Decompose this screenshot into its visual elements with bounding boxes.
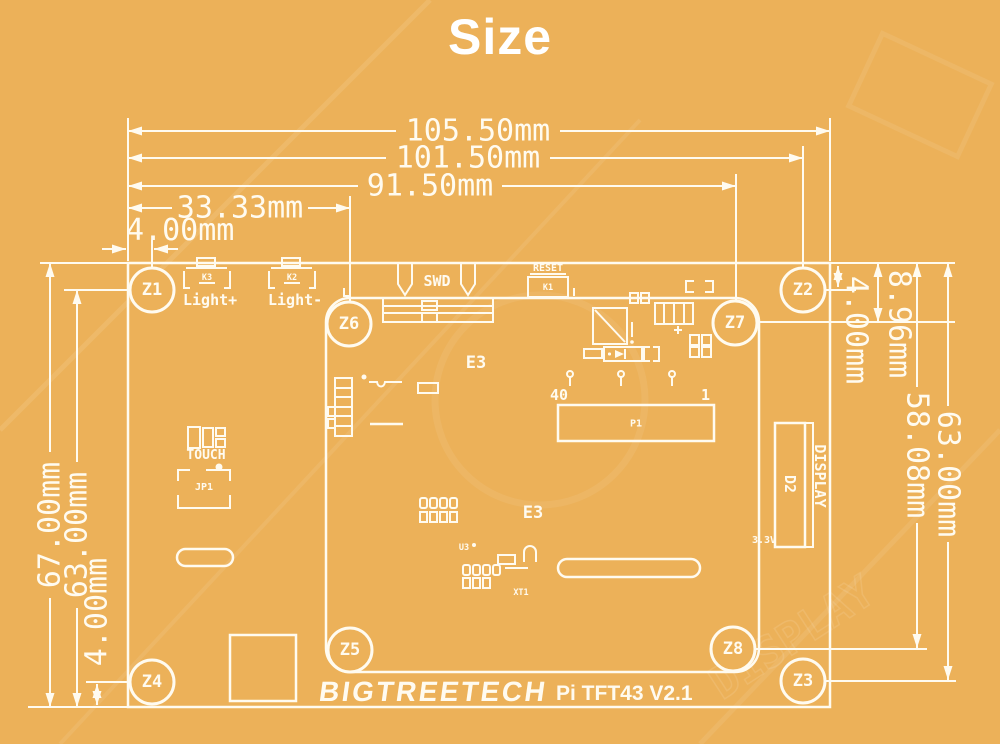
hole-z7	[711, 299, 759, 347]
hole-z2	[779, 266, 827, 314]
k1-label: K1	[543, 283, 553, 293]
dim-label: 101.50mm	[396, 141, 541, 176]
mounting-holes: Z1 Z2 Z3 Z4 Z5 Z6 Z7 Z8	[128, 266, 827, 706]
component-cluster: E3	[421, 280, 714, 373]
touch-label: TOUCH	[186, 448, 225, 463]
dim-4-00-top: 4.00mm	[102, 213, 234, 254]
display-module-outline	[324, 296, 761, 674]
dim-label: 33.33mm	[177, 191, 303, 226]
hole-z5	[326, 626, 374, 674]
swd-label: SWD	[423, 272, 450, 290]
dim-label: 4.00mm	[126, 213, 234, 248]
jp1-label: JP1	[195, 482, 213, 493]
reset-label: RESET	[533, 263, 563, 274]
dim-33-33: 33.33mm	[128, 191, 350, 226]
dim-63-00-right: 63.00mm	[931, 263, 966, 680]
pin1-dot	[215, 463, 223, 471]
slot-left	[175, 547, 235, 568]
hole-z3	[779, 657, 827, 705]
hole-z1-label: Z1	[142, 280, 162, 300]
board-outer-edge	[126, 261, 832, 709]
brand-logo: BIGTREETECH	[317, 676, 549, 707]
pin-markers	[566, 370, 676, 386]
p1-label: P1	[630, 419, 642, 430]
hole-z3-label: Z3	[793, 671, 813, 691]
slot-center	[556, 557, 702, 579]
reset-button: RESET K1	[527, 263, 569, 298]
dim-8-96: 8.96mm	[873, 263, 917, 378]
button-k2-label: K2	[287, 273, 297, 283]
dim-58-08: 58.08mm	[900, 263, 935, 648]
d2-label: D2	[781, 475, 799, 493]
dim-105-50: 105.50mm	[128, 114, 830, 149]
dim-4-00-right: 4.00mm	[833, 266, 874, 384]
inductor-symbol	[369, 381, 402, 388]
dim-91-50: 91.50mm	[128, 169, 736, 204]
button-light-minus: K2 Light-	[268, 257, 322, 309]
e3-mark-bottom: E3	[523, 503, 543, 523]
model-label: Pi TFT43 V2.1	[556, 682, 693, 705]
dim-label: 63.00mm	[931, 411, 966, 537]
display-connector: D2 DISPLAY 3.3V	[752, 421, 829, 549]
pin40-label: 40	[550, 386, 568, 404]
page-title: Size	[447, 9, 553, 65]
v33-label: 3.3V	[752, 535, 776, 546]
xt1-label: XT1	[513, 588, 528, 598]
pin1-label: 1	[701, 386, 710, 404]
dim-label: 58.08mm	[900, 392, 935, 518]
u3-label: U3	[459, 543, 469, 553]
p1-header: P1 40 1	[550, 370, 716, 443]
dim-label: 105.50mm	[406, 114, 551, 149]
dim-label: 4.00mm	[80, 558, 115, 666]
hole-z5-label: Z5	[340, 640, 360, 660]
side-connector	[327, 374, 439, 437]
dim-63-00-left: 63.00mm	[60, 290, 95, 707]
dim-label: 63.00mm	[60, 472, 95, 598]
button-k3-label: K3	[202, 273, 212, 283]
hole-z8	[709, 625, 757, 673]
touch-connector: TOUCH	[186, 426, 226, 471]
light-minus-label: Light-	[268, 291, 322, 309]
dim-4-00-left: 4.00mm	[80, 558, 115, 705]
diode	[603, 346, 643, 362]
hole-z8-label: Z8	[723, 639, 743, 659]
light-plus-label: Light+	[183, 291, 237, 309]
u3-xt1-cluster: E3 U3 XT1	[419, 497, 543, 598]
dim-label: 8.96mm	[882, 270, 917, 378]
hole-z4	[128, 658, 176, 706]
button-light-plus: K3 Light+	[183, 257, 237, 309]
hole-z6-label: Z6	[339, 314, 359, 334]
display-label: DISPLAY	[811, 444, 829, 507]
dim-label: 67.00mm	[33, 462, 68, 588]
jumper-jp1: JP1	[177, 469, 231, 509]
hole-z2-label: Z2	[793, 280, 813, 300]
hole-z4-label: Z4	[142, 672, 162, 692]
dim-67-00-left: 67.00mm	[33, 263, 68, 707]
dim-label: 4.00mm	[839, 276, 874, 384]
bottom-pad	[228, 633, 298, 703]
dim-label: 91.50mm	[367, 169, 493, 204]
hole-z6	[325, 300, 373, 348]
hole-z7-label: Z7	[725, 313, 745, 333]
dim-101-50: 101.50mm	[128, 141, 803, 176]
board-logo: BIGTREETECH Pi TFT43 V2.1	[317, 676, 693, 707]
hole-z1	[128, 266, 176, 314]
e3-mark-top: E3	[466, 353, 486, 373]
